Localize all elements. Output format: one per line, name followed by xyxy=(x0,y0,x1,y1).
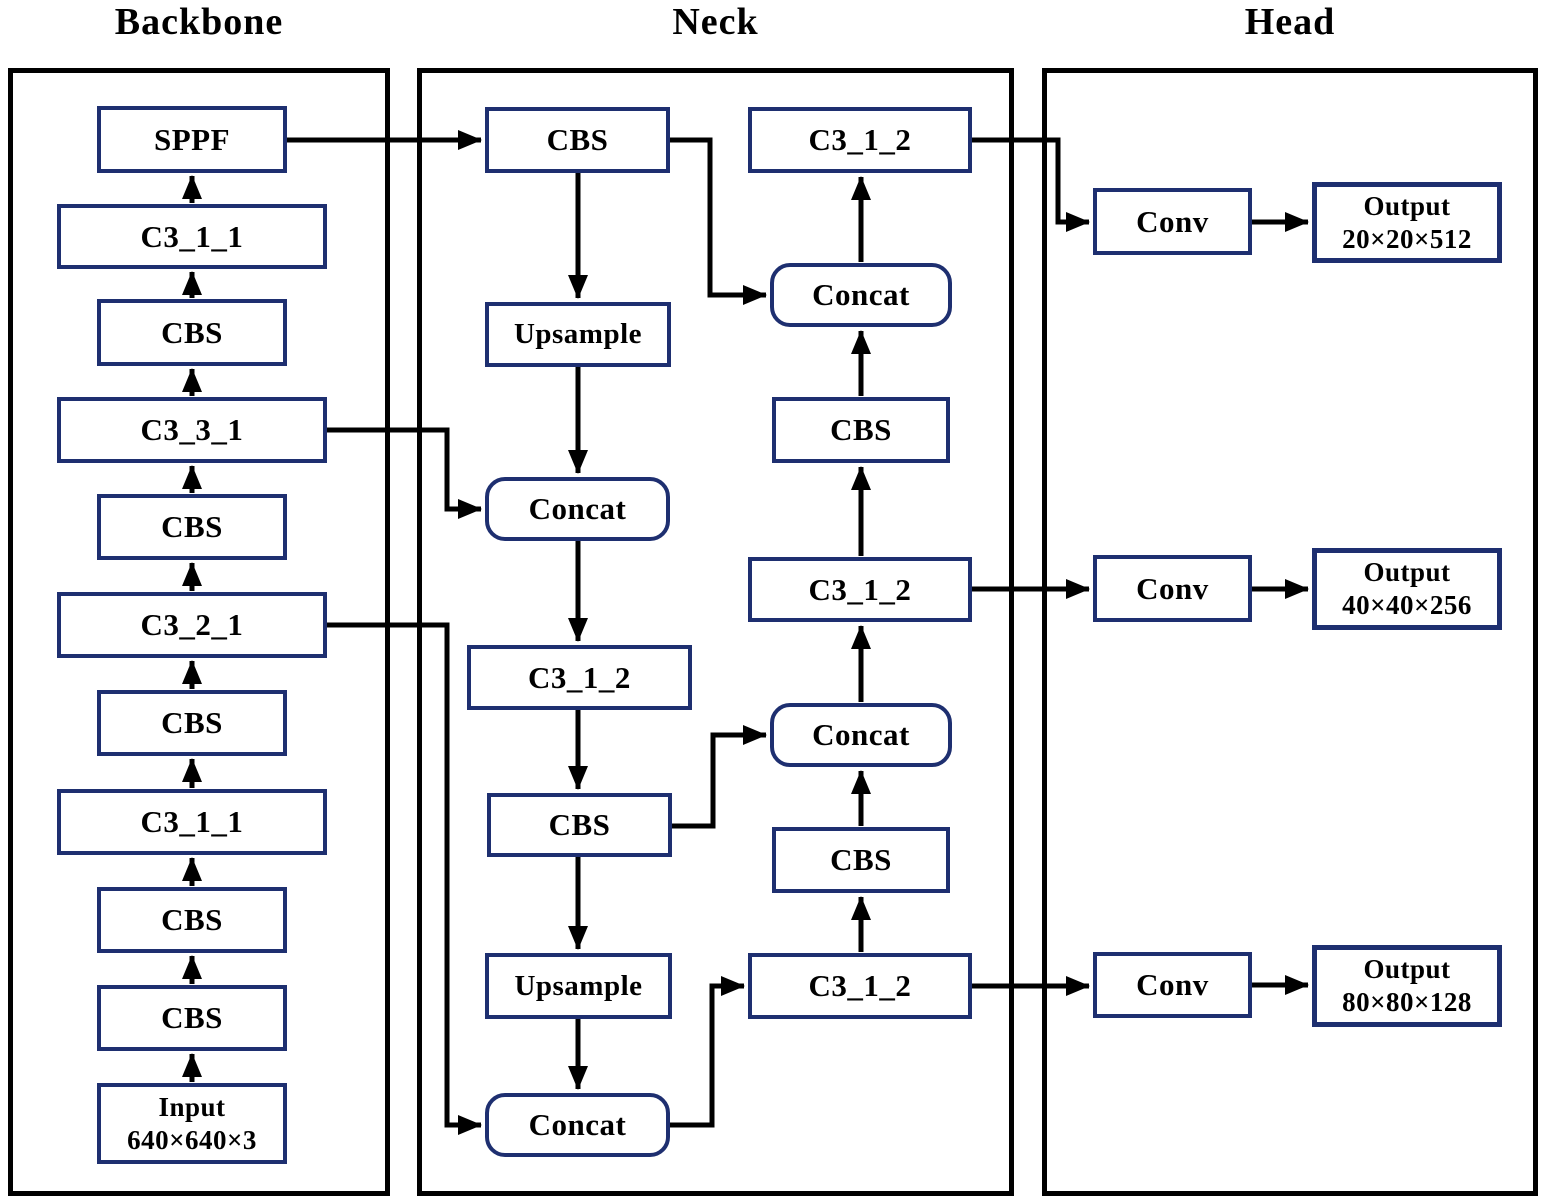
node-conv-bot: Conv xyxy=(1093,952,1252,1018)
node-cbs-1: CBS xyxy=(97,985,287,1051)
node-output-top-label: Output xyxy=(1363,190,1451,221)
section-title-backbone: Backbone xyxy=(114,1,284,43)
node-cbs-4: CBS xyxy=(97,494,287,560)
node-cbs-3: CBS xyxy=(97,690,287,756)
node-output-bot: Output 80×80×128 xyxy=(1312,945,1502,1027)
node-neck-concat-top: Concat xyxy=(770,263,952,327)
node-output-top-size: 20×20×512 xyxy=(1342,223,1472,254)
node-cbs-5: CBS xyxy=(97,299,287,366)
node-neck-cbs-r1: CBS xyxy=(772,397,950,463)
node-conv-top: Conv xyxy=(1093,188,1252,255)
node-conv-mid: Conv xyxy=(1093,555,1252,622)
node-neck-cbs-top: CBS xyxy=(485,107,670,173)
node-neck-upsample-b: Upsample xyxy=(485,953,672,1019)
node-c3-3-1: C3_3_1 xyxy=(57,397,327,463)
node-input-label: Input xyxy=(158,1091,226,1122)
node-neck-concat-b: Concat xyxy=(485,1093,670,1157)
node-neck-concat-a: Concat xyxy=(485,477,670,541)
node-output-mid-size: 40×40×256 xyxy=(1342,590,1472,620)
neck-panel xyxy=(417,68,1014,1196)
node-neck-c3-bot: C3_1_2 xyxy=(748,953,972,1019)
head-panel xyxy=(1042,68,1538,1196)
node-input-size: 640×640×3 xyxy=(127,1124,257,1155)
node-output-mid: Output 40×40×256 xyxy=(1312,548,1502,630)
node-output-bot-label: Output xyxy=(1363,954,1451,984)
node-output-bot-size: 80×80×128 xyxy=(1342,987,1472,1017)
node-neck-cbs-r2: CBS xyxy=(772,827,950,893)
node-sppf: SPPF xyxy=(97,106,287,173)
node-input: Input 640×640×3 xyxy=(97,1083,287,1164)
node-neck-concat-mid: Concat xyxy=(770,703,952,767)
node-c3-1-1-b: C3_1_1 xyxy=(57,204,327,269)
node-neck-upsample-a: Upsample xyxy=(485,302,671,367)
node-c3-1-1-a: C3_1_1 xyxy=(57,789,327,855)
node-neck-cbs-left: CBS xyxy=(487,793,672,857)
node-c3-2-1: C3_2_1 xyxy=(57,592,327,658)
section-title-head: Head xyxy=(1244,1,1336,43)
section-title-neck: Neck xyxy=(672,1,759,43)
node-neck-c3-mid: C3_1_2 xyxy=(748,557,972,622)
node-neck-c3-top: C3_1_2 xyxy=(748,107,972,173)
node-cbs-2: CBS xyxy=(97,887,287,953)
node-output-mid-label: Output xyxy=(1363,557,1451,587)
node-output-top: Output 20×20×512 xyxy=(1312,182,1502,263)
node-neck-c3-left: C3_1_2 xyxy=(467,645,692,710)
